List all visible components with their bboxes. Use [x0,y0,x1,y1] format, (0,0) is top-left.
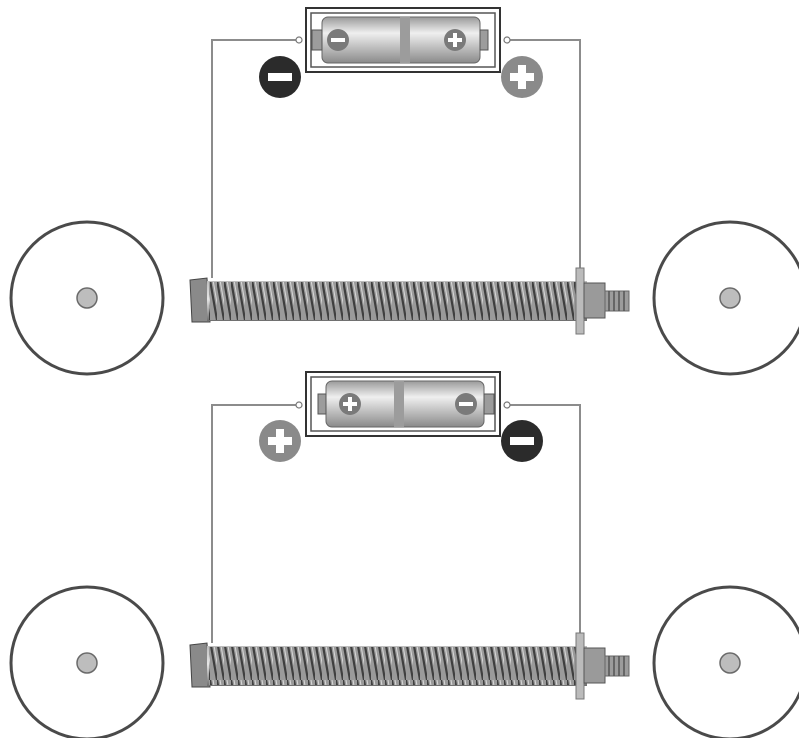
plus-marker-icon [259,420,301,462]
battery [295,7,511,73]
compass-pivot-icon [719,652,741,674]
plus-marker-icon [501,56,543,98]
battery [295,371,511,437]
circuit-top [9,7,799,376]
minus-marker-icon [259,56,301,98]
compass-left [9,220,165,376]
wire-left [211,404,297,643]
bolt-electromagnet [189,267,630,335]
bolt-electromagnet [189,632,630,700]
wire-right [510,404,581,643]
minus-marker-icon [501,420,543,462]
compass-pivot-icon [76,287,98,309]
circuit-bottom [9,371,799,738]
wire-right [510,39,581,278]
compass-pivot-icon [76,652,98,674]
compass-left [9,585,165,738]
compass-right [652,585,799,738]
wire-left [211,39,297,278]
compass-pivot-icon [719,287,741,309]
compass-right [652,220,799,376]
